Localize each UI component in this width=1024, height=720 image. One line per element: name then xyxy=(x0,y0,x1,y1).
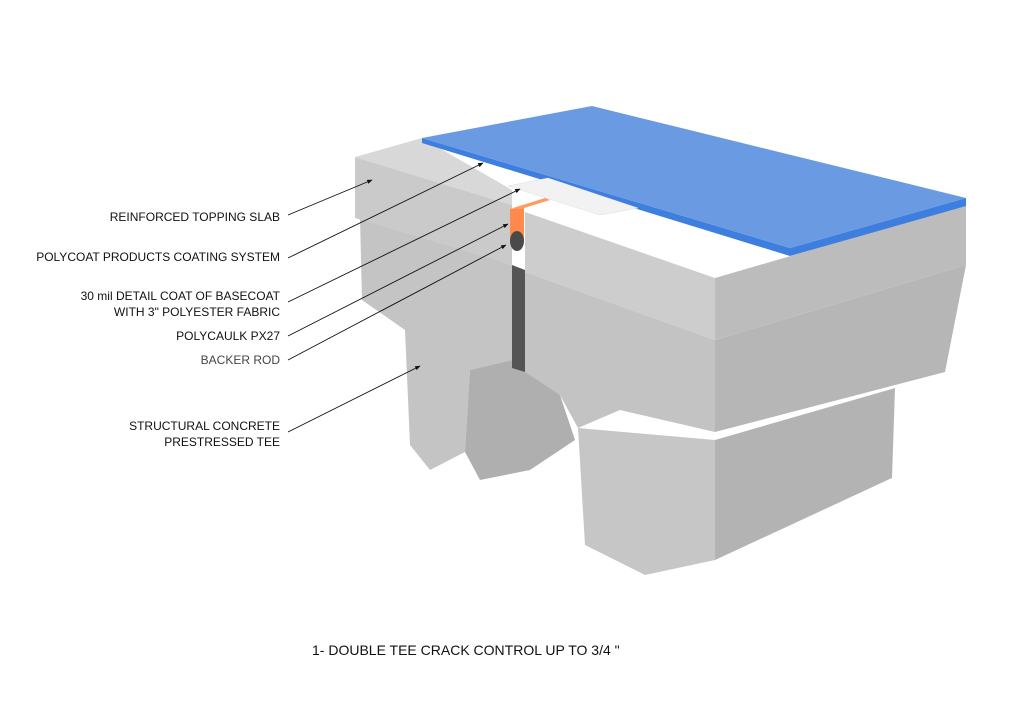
label-detail-coat-1: 30 mil DETAIL COAT OF BASECOAT xyxy=(81,289,281,303)
label-structural-2: PRESTRESSED TEE xyxy=(164,435,280,449)
leader-topping-slab xyxy=(287,179,373,216)
left-topping-front xyxy=(355,157,512,265)
right-stem-front xyxy=(578,428,715,575)
diagram-caption: 1- DOUBLE TEE CRACK CONTROL UP TO 3/4 " xyxy=(312,642,620,658)
leader-detail-coat xyxy=(287,188,521,303)
polycaulk-px27 xyxy=(510,208,524,240)
left-stem-front xyxy=(360,218,512,470)
leader-backer-rod xyxy=(287,244,507,361)
joint-gap xyxy=(512,265,525,372)
leader-coating-system xyxy=(287,162,484,259)
leader-polycaulk xyxy=(287,223,509,337)
label-topping-slab: REINFORCED TOPPING SLAB xyxy=(110,210,280,224)
right-flange-front xyxy=(525,272,715,432)
right-stem-side xyxy=(715,388,895,560)
backer-rod xyxy=(510,231,524,251)
right-topping-side xyxy=(715,205,966,340)
coating-top xyxy=(422,106,966,248)
label-detail-coat-2: WITH 3" POLYESTER FABRIC xyxy=(114,305,280,319)
right-double-tee xyxy=(525,205,966,575)
left-stem-side xyxy=(465,360,575,480)
left-double-tee xyxy=(355,138,575,480)
right-topping-front xyxy=(525,212,715,340)
left-topping-top xyxy=(355,138,512,205)
polycaulk-top xyxy=(510,198,550,209)
label-coating-system: POLYCOAT PRODUCTS COATING SYSTEM xyxy=(36,250,280,264)
label-backer-rod: BACKER ROD xyxy=(201,353,281,367)
label-polycaulk: POLYCAULK PX27 xyxy=(176,329,280,343)
leader-structural-tee xyxy=(287,365,421,433)
label-structural-1: STRUCTURAL CONCRETE xyxy=(129,419,280,433)
polyester-fabric xyxy=(507,177,639,216)
right-flange-side xyxy=(715,265,966,432)
